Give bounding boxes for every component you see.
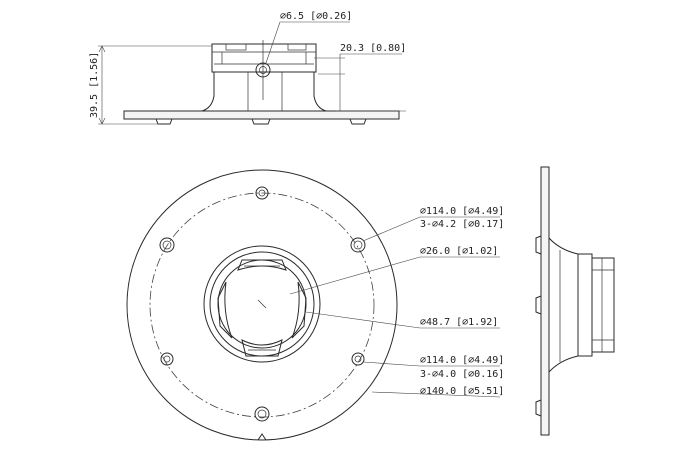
- front-view-lug-top: [237, 259, 287, 271]
- side-view-neck: [201, 71, 327, 112]
- side-view-flange: [123, 110, 400, 120]
- label-outer-dim: ⌀140.0 [⌀5.51]: [420, 386, 504, 397]
- right-view-flange: [540, 166, 550, 436]
- label-bolt-circle-upper: ⌀114.0 [⌀4.49]: [420, 206, 504, 217]
- front-view-notch: [257, 433, 267, 441]
- right-view-neck: [548, 237, 579, 373]
- side-view: ⌀6.5 [⌀0.26] 20.3 [0.80] 39.5 [1.56]: [89, 11, 406, 125]
- right-side-view: [535, 166, 615, 436]
- side-view-foot-left: [155, 118, 173, 125]
- label-inner-dim: ⌀26.0 [⌀1.02]: [420, 246, 498, 257]
- side-view-top-block: [211, 43, 317, 73]
- front-view-hole-top: [255, 186, 269, 200]
- label-bolt-circle-lower: ⌀114.0 [⌀4.49]: [420, 355, 504, 366]
- front-view-lug-left: [217, 281, 233, 339]
- front-view: ⌀114.0 [⌀4.49] 3-⌀4.2 [⌀0.17] ⌀26.0 [⌀1.…: [126, 169, 504, 441]
- label-center-dim: ⌀48.7 [⌀1.92]: [420, 317, 498, 328]
- front-view-bolt-circle: [149, 192, 375, 418]
- front-view-hole-lower-right: [351, 352, 365, 366]
- front-view-outer-plate: [126, 169, 398, 441]
- right-view-collar: [577, 253, 593, 357]
- front-view-lug-right: [291, 281, 307, 339]
- front-view-hole-upper-right: [350, 237, 366, 253]
- front-view-hole-upper-left: [159, 237, 175, 253]
- front-view-hole-lower-left: [160, 352, 174, 366]
- front-view-hub-outer: [203, 245, 321, 363]
- front-view-hole-bottom: [254, 406, 270, 422]
- side-view-height-dim: 39.5 [1.56]: [89, 52, 100, 118]
- side-view-neck-dim: 20.3 [0.80]: [340, 43, 406, 54]
- right-view-top-block: [591, 257, 615, 353]
- side-view-foot-center: [251, 118, 271, 125]
- front-view-lug-bottom: [241, 339, 283, 357]
- side-view-hole-dim: ⌀6.5 [⌀0.26]: [280, 11, 352, 22]
- label-holes-upper: 3-⌀4.2 [⌀0.17]: [420, 219, 504, 230]
- side-view-foot-right: [349, 118, 367, 125]
- label-holes-lower: 3-⌀4.0 [⌀0.16]: [420, 369, 504, 380]
